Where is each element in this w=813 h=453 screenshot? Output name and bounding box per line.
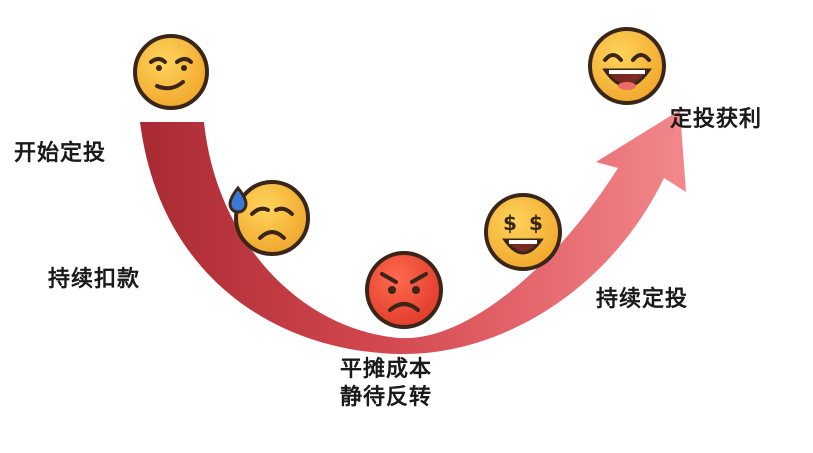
label-average-cost: 平摊成本 (340, 357, 433, 382)
svg-text:$: $ (529, 211, 543, 235)
money-eyes-emoji-icon: $ $ (484, 193, 562, 271)
smirk-emoji-icon (133, 34, 209, 110)
label-continue-deduction: 持续扣款 (48, 267, 141, 292)
label-dca-profit: 定投获利 (670, 107, 763, 132)
label-wait-reversal: 静待反转 (340, 384, 433, 410)
laughing-emoji-icon (588, 27, 666, 105)
sad-sweat-emoji-icon (228, 180, 310, 256)
svg-text:$: $ (503, 211, 517, 235)
curved-arrow (140, 110, 686, 355)
label-continue-dca: 持续定投 (596, 287, 689, 312)
label-bottom: 平摊成本 静待反转 (340, 356, 432, 411)
arrow-body (140, 110, 686, 355)
angry-emoji-icon (365, 251, 443, 329)
sweat-drop (228, 185, 248, 214)
label-start-dca: 开始定投 (14, 141, 107, 166)
